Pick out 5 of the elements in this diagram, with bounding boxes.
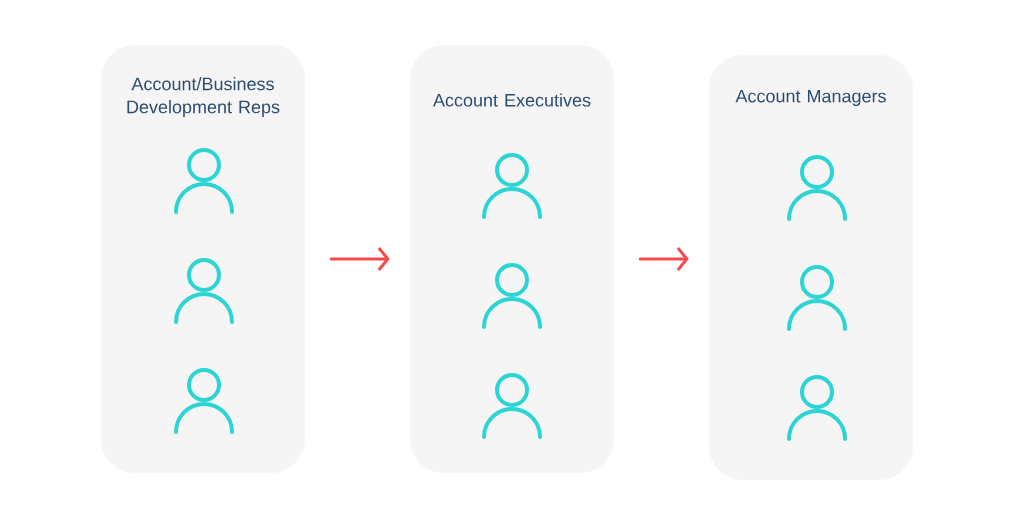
column-panel: Account/Business Development Reps [101, 45, 305, 473]
column-panel: Account Executives [410, 45, 614, 473]
column-panel: Account Managers [709, 55, 913, 480]
arrow [638, 247, 689, 271]
arrow [329, 247, 390, 271]
